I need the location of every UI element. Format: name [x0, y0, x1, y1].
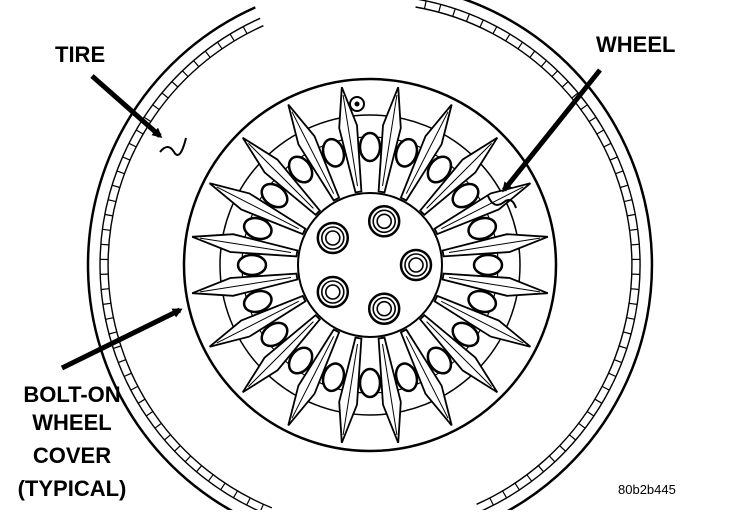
valve-stem: [350, 97, 364, 111]
tread-tick: [631, 244, 639, 245]
vent-pocket: [238, 255, 266, 275]
vent-pocket: [474, 255, 502, 275]
cover-label-line3: COVER: [33, 443, 111, 468]
cover-label-line4: (TYPICAL): [18, 476, 127, 501]
tread-tick: [101, 289, 109, 290]
wheel-label: WHEEL: [596, 32, 675, 57]
vent-pocket: [360, 369, 380, 397]
lug-nut-ring: [377, 302, 391, 316]
tread-tick: [631, 289, 639, 290]
vent-pocket: [360, 133, 380, 161]
tire-label: TIRE: [55, 42, 105, 67]
tread-tick: [101, 244, 109, 245]
lug-nut-ring: [377, 214, 391, 228]
cover-label-line1: BOLT-ON: [23, 382, 120, 407]
lug-nut-ring: [326, 285, 340, 299]
cover-label-line2: WHEEL: [32, 410, 111, 435]
figure-code: 80b2b445: [618, 482, 676, 497]
lug-nut-ring: [326, 231, 340, 245]
lug-nut-ring: [409, 258, 423, 272]
